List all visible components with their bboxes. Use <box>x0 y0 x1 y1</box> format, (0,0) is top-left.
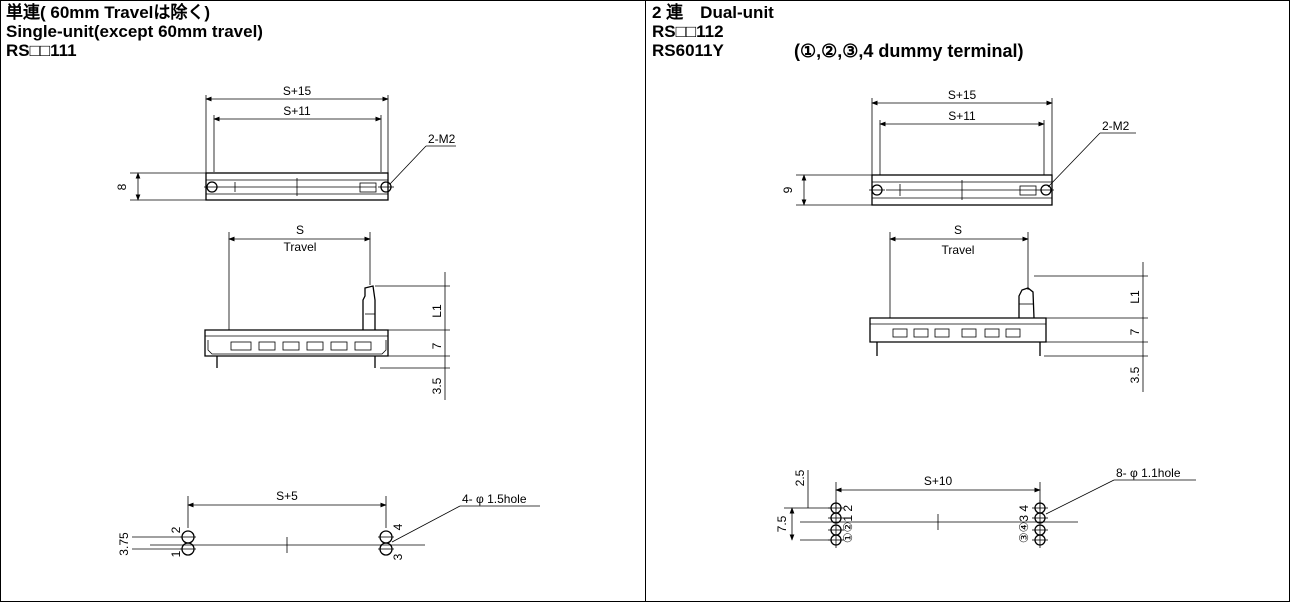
left-travel: Travel <box>284 240 317 254</box>
right-dim-outer: S+15 <box>948 88 977 102</box>
left-pin-3: 3 <box>391 553 405 560</box>
panel-divider <box>645 0 646 602</box>
left-title-en: Single-unit(except 60mm travel) <box>6 22 263 41</box>
left-top-view: S+15 S+11 8 2-M2 <box>115 84 456 201</box>
right-pcb-layout: S+10 ①②1 2 ③④3 4 2.5 7.5 <box>775 466 1196 548</box>
right-dummy-note: (①,②,③,4 dummy terminal) <box>794 41 1024 61</box>
right-dim-7: 7 <box>1128 328 1142 335</box>
left-dim-span: S+5 <box>276 489 298 503</box>
left-dim-outer: S+15 <box>283 84 312 98</box>
left-side-view: S Travel L1 7 3.5 <box>204 223 450 400</box>
right-dim-l1: L1 <box>1128 290 1142 304</box>
left-pin-1: 1 <box>169 550 183 557</box>
right-model2: RS6011Y <box>652 41 724 60</box>
right-dim-height: 9 <box>781 186 795 193</box>
left-screw-label: 2-M2 <box>428 132 456 146</box>
left-dim-height: 8 <box>115 183 129 190</box>
left-pin-4: 4 <box>391 523 405 530</box>
right-dim-75: 7.5 <box>775 515 789 532</box>
left-dim-s: S <box>296 223 304 237</box>
right-model: RS□□112 <box>652 22 724 41</box>
left-dim-inner: S+11 <box>283 104 311 118</box>
right-dim-inner: S+11 <box>948 109 976 123</box>
left-dim-pitch: 3.75 <box>117 532 131 556</box>
right-travel: Travel <box>942 243 975 257</box>
right-pins-right: ③④3 4 <box>1017 505 1031 544</box>
left-dim-35: 3.5 <box>430 377 444 394</box>
left-hole-note: 4- φ 1.5hole <box>462 492 527 506</box>
right-top-view: S+15 S+11 9 2-M2 <box>781 88 1136 206</box>
left-dim-l1: L1 <box>430 304 444 318</box>
right-hole-note: 8- φ 1.1hole <box>1116 466 1181 480</box>
right-dim-span: S+10 <box>924 474 953 488</box>
right-side-view: S Travel L1 7 3.5 <box>869 223 1148 392</box>
left-pin-2: 2 <box>169 526 183 533</box>
right-pins-left: ①②1 2 <box>841 505 855 544</box>
right-dim-s: S <box>954 223 962 237</box>
right-dim-25: 2.5 <box>793 469 807 486</box>
right-title: 2 連 Dual-unit <box>652 3 774 22</box>
left-title-jp: 単連( 60mm Travelは除く) <box>6 3 211 22</box>
right-dim-35: 3.5 <box>1128 366 1142 383</box>
left-dim-7: 7 <box>430 342 444 349</box>
right-screw-label: 2-M2 <box>1102 119 1130 133</box>
left-pcb-layout: S+5 2 1 4 3 3.75 4- φ 1.5hole <box>117 489 540 560</box>
left-model: RS□□111 <box>6 41 77 60</box>
